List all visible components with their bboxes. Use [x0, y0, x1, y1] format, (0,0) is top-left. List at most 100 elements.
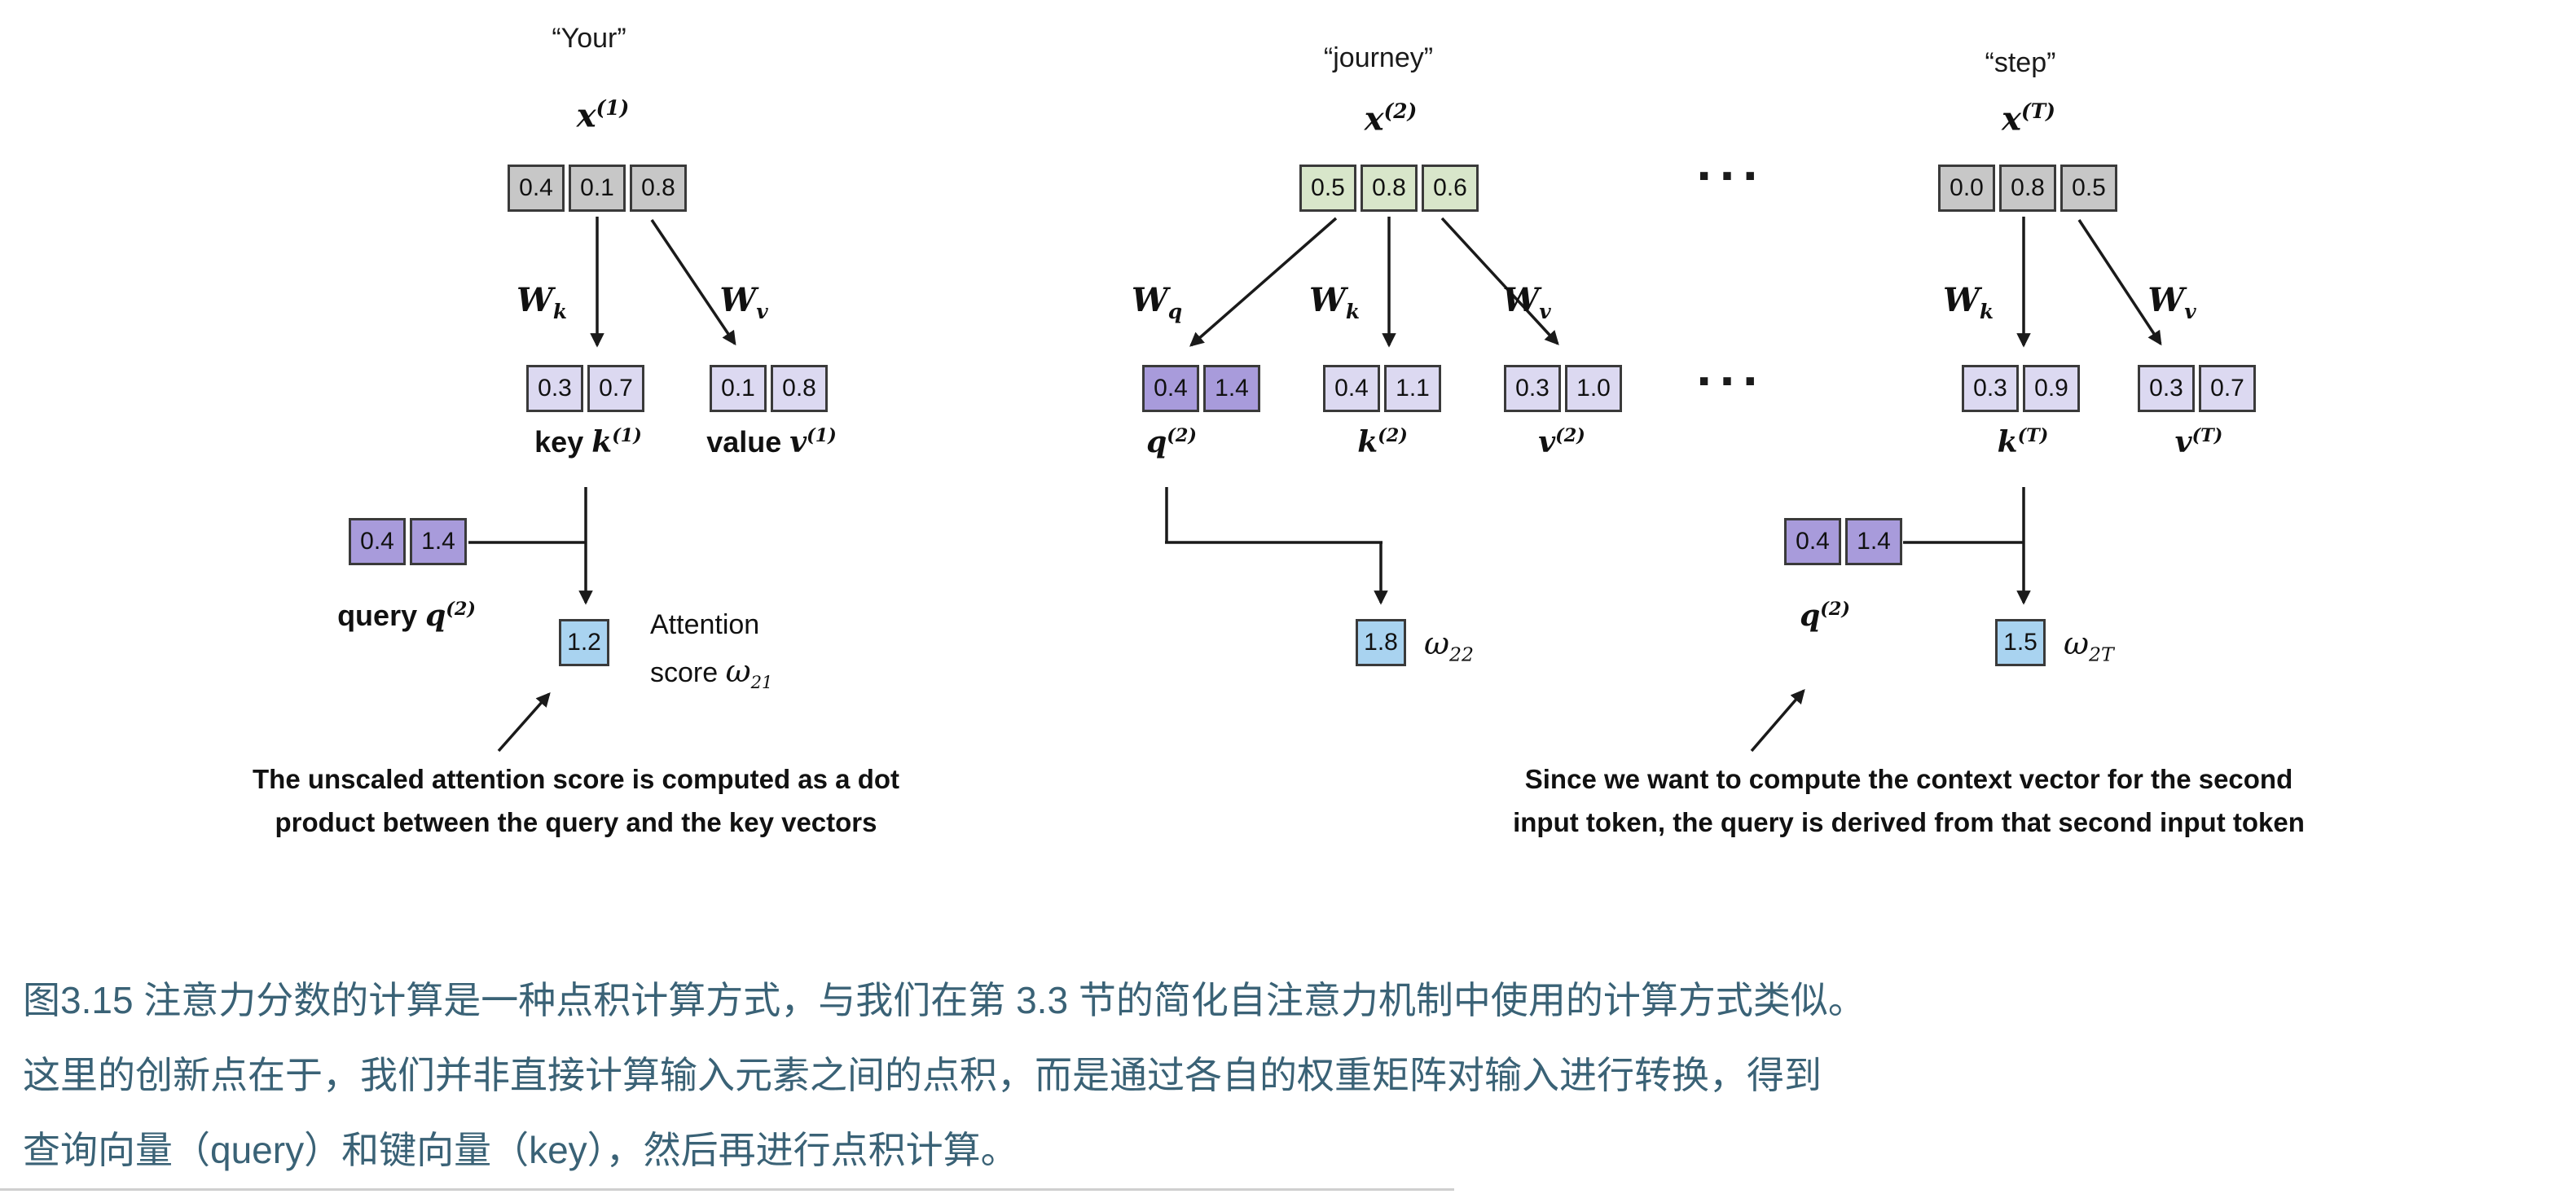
vector-cell: 0.9	[2023, 365, 2080, 412]
score-caption-line2: score ω21	[650, 653, 773, 693]
value-math: v	[789, 425, 807, 459]
wk-base: W	[516, 281, 553, 319]
token-journey: “journey”	[1323, 42, 1434, 73]
arrow-xT-to-vT	[2077, 219, 2162, 346]
vector-cell: 0.3	[1962, 365, 2019, 412]
caption-line-2: 这里的创新点在于，我们并非直接计算输入元素之间的点积，而是通过各自的权重矩阵对输…	[23, 1054, 1822, 1096]
vT-label: v(T)	[2175, 425, 2223, 459]
vector-cell: 1.1	[1384, 365, 1441, 412]
v2-label: v(2)	[1538, 425, 1585, 459]
x1-vector: 0.4 0.1 0.8	[508, 165, 687, 212]
score-value: 1.8	[1364, 629, 1398, 656]
x1-sup: (1)	[596, 96, 630, 120]
wv-label-col2: Wv	[1502, 281, 1550, 323]
wq-label-col2: Wq	[1132, 281, 1182, 323]
arrow-x1-to-value1	[650, 219, 736, 346]
arrow-x2-to-v2	[1440, 217, 1559, 345]
value-sup: (1)	[807, 425, 837, 446]
wv-base: W	[2147, 281, 2185, 319]
wk-sub: k	[1345, 300, 1361, 323]
vector-cell: 1.4	[1203, 365, 1260, 412]
k2-math: k	[1357, 425, 1378, 459]
value1-vector: 0.1 0.8	[710, 365, 828, 412]
k2-vector: 0.4 1.1	[1323, 365, 1441, 412]
vector-cell: 0.1	[710, 365, 767, 412]
query-sup: (2)	[1820, 599, 1850, 620]
x1-base: x	[576, 96, 596, 135]
vector-cell: 1.4	[410, 518, 467, 565]
attention-score-box-col3: 1.5	[1995, 619, 2046, 666]
connector-arrows	[468, 217, 2162, 753]
wq-base: W	[1131, 281, 1168, 319]
arrow-annotation-col1	[497, 692, 551, 753]
attention-score-caption: Attention score ω21	[650, 603, 772, 696]
query-word: query	[337, 599, 418, 632]
xT-base: x	[2002, 99, 2021, 138]
omega-symbol: ω	[2064, 626, 2089, 661]
omega-subscript: 21	[750, 672, 773, 693]
vector-cell: 0.5	[1299, 165, 1356, 212]
query-q2-label-col3: q(2)	[1800, 599, 1850, 633]
token-your: “Your”	[552, 23, 626, 54]
x2-label: x(2)	[1365, 99, 1418, 138]
vector-cell: 0.3	[526, 365, 583, 412]
xT-vector: 0.0 0.8 0.5	[1938, 165, 2117, 212]
arrow-x2-to-q2	[1189, 217, 1338, 347]
bottom-divider	[0, 1188, 1454, 1191]
xT-sup: (T)	[2020, 99, 2055, 123]
xT-label: x(T)	[2002, 99, 2055, 138]
score-value: 1.5	[2003, 629, 2038, 656]
vector-cell: 0.7	[2199, 365, 2256, 412]
vector-cell: 0.5	[2060, 165, 2117, 212]
wq-sub: q	[1167, 300, 1183, 323]
x2-base: x	[1364, 99, 1384, 138]
wk-label-col3: Wk	[1943, 281, 1994, 323]
wk-sub: k	[552, 300, 568, 323]
vT-sup: (T)	[2191, 425, 2223, 446]
wk-base: W	[1942, 281, 1980, 319]
wv-sub: v	[2184, 300, 2196, 323]
score-value: 1.2	[567, 629, 601, 656]
x2-vector: 0.5 0.8 0.6	[1299, 165, 1479, 212]
vector-cell: 0.4	[1142, 365, 1199, 412]
wk-sub: k	[1979, 300, 1994, 323]
kT-math: k	[1997, 425, 2018, 459]
kT-label: k(T)	[1998, 425, 2049, 459]
vector-cell: 0.4	[508, 165, 565, 212]
vector-cell: 0.8	[1361, 165, 1418, 212]
attention-score-box-col2: 1.8	[1356, 619, 1406, 666]
attention-score-box-col1: 1.2	[559, 619, 609, 666]
vector-cell: 0.8	[1999, 165, 2056, 212]
wv-base: W	[719, 281, 757, 319]
query-vector-col3: 0.4 1.4	[1784, 518, 1902, 565]
k2-sup: (2)	[1378, 425, 1408, 446]
wv-base: W	[1502, 281, 1540, 319]
v2-math: v	[1538, 425, 1556, 459]
vector-cell: 1.0	[1565, 365, 1622, 412]
vector-cell: 0.3	[1504, 365, 1561, 412]
query-math: q	[425, 599, 446, 633]
annotation-line: Since we want to compute the context vec…	[1524, 764, 2293, 794]
caption-line-3: 查询向量（query）和键向量（key），然后再进行点积计算。	[23, 1129, 1018, 1171]
kT-sup: (T)	[2017, 425, 2049, 446]
key-math: k	[591, 425, 613, 459]
q2-math: q	[1146, 425, 1167, 459]
vector-cell: 0.7	[587, 365, 644, 412]
q2-label: q(2)	[1146, 425, 1197, 459]
wk-label-col2: Wk	[1309, 281, 1360, 323]
annotation-col1: The unscaled attention score is computed…	[38, 757, 1114, 845]
key-sup: (1)	[612, 425, 642, 446]
omega2T-label: ω2T	[2064, 626, 2114, 666]
token-step: “step”	[1985, 47, 2056, 78]
vector-cell: 0.1	[569, 165, 626, 212]
query-vector-col1: 0.4 1.4	[349, 518, 467, 565]
ellipsis-top: ...	[1696, 131, 1766, 191]
vector-cell: 0.4	[1784, 518, 1841, 565]
vector-cell: 0.8	[630, 165, 687, 212]
annotation-line: The unscaled attention score is computed…	[253, 764, 899, 794]
wk-base: W	[1308, 281, 1346, 319]
vT-vector: 0.3 0.7	[2138, 365, 2256, 412]
